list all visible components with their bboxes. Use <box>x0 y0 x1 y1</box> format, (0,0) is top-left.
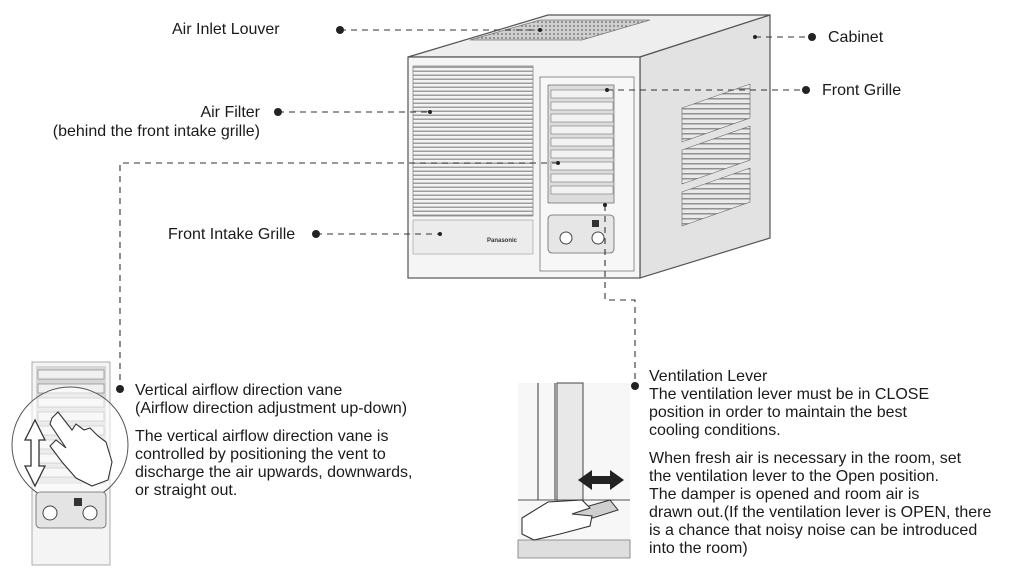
airflow-vanes <box>550 89 614 195</box>
control-knob-right <box>591 231 605 245</box>
ventilation-lever-illustration <box>517 382 631 559</box>
ventilation-description: Ventilation Lever The ventilation lever … <box>649 368 991 558</box>
dot-air-filter <box>274 108 282 116</box>
ventilation-para2-line: into the room) <box>649 540 748 557</box>
ventilation-para1-line: cooling conditions. <box>649 422 781 439</box>
dot-front-intake-grille <box>312 230 320 238</box>
ventilation-para2-line: drawn out.(If the ventilation lever is O… <box>649 504 992 521</box>
dot-front-grille <box>802 86 810 94</box>
vane-description: Vertical airflow direction vane (Airflow… <box>135 382 412 500</box>
vane-desc-line: or straight out. <box>135 482 238 499</box>
up-down-arrow-icon <box>23 418 47 488</box>
front-intake-grille-area <box>412 65 534 217</box>
ventilation-para2-line: the ventilation lever to the Open positi… <box>649 468 939 485</box>
vane-title: Vertical airflow direction vane <box>135 382 343 399</box>
hand-icon <box>49 411 113 487</box>
ventilation-para2-line: When fresh air is necessary in the room,… <box>649 450 962 467</box>
lever-hand-icon <box>521 499 593 541</box>
dot-vertical-vane <box>116 385 124 393</box>
vane-desc-line: controlled by positioning the vent to <box>135 446 386 463</box>
label-air-filter-note: (behind the front intake grille) <box>52 123 260 140</box>
vane-desc-line: discharge the air upwards, downwards, <box>135 464 413 481</box>
ventilation-para2-line: The damper is opened and room air is <box>649 486 920 503</box>
ventilation-para1-line: The ventilation lever must be in CLOSE <box>649 386 930 403</box>
air-conditioner-unit: Panasonic <box>407 14 771 279</box>
dot-ventilation-lever <box>631 382 639 390</box>
label-front-grille: Front Grille <box>822 82 902 99</box>
label-air-filter: Air Filter <box>200 104 260 121</box>
control-knob-left <box>559 231 573 245</box>
vane-desc-line: The vertical airflow direction vane is <box>135 428 389 445</box>
vane-detail-illustration <box>11 361 129 566</box>
leader-dots <box>116 26 816 393</box>
dot-cabinet <box>808 33 816 41</box>
label-air-inlet-louver: Air Inlet Louver <box>172 21 280 38</box>
brand-logo: Panasonic <box>487 238 518 244</box>
label-front-intake-grille: Front Intake Grille <box>168 226 296 243</box>
control-panel <box>547 214 615 254</box>
label-cabinet: Cabinet <box>828 29 884 46</box>
leader-lines <box>119 29 812 389</box>
ventilation-para1-line: position in order to maintain the best <box>649 404 907 421</box>
vane-subtitle: (Airflow direction adjustment up-down) <box>135 400 408 417</box>
air-inlet-louver <box>469 19 651 41</box>
left-right-arrow-icon <box>578 470 624 490</box>
ventilation-para2-line: is a chance that noisy noise can be intr… <box>649 522 978 539</box>
dot-air-inlet-louver <box>336 26 344 34</box>
ventilation-title: Ventilation Lever <box>649 368 768 385</box>
